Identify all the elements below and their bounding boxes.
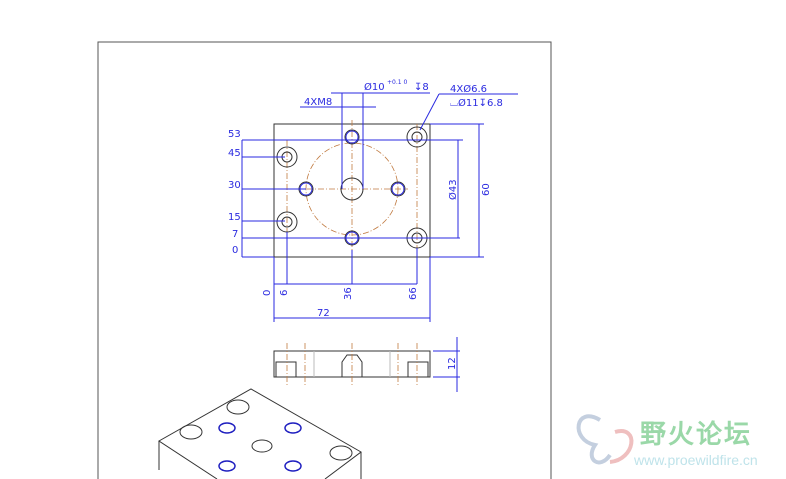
center-hole-depth: ↧8 — [414, 82, 429, 93]
ordinate-y-30: 30 — [228, 180, 241, 191]
ordinate-y-15: 15 — [228, 212, 241, 223]
center-hole-callout: Ø10 — [364, 81, 385, 93]
dim-width-72: 72 — [317, 308, 330, 319]
ordinate-y-45: 45 — [228, 148, 241, 159]
sheet-border — [97, 41, 552, 479]
dim-height-60: 60 — [481, 183, 492, 196]
top-view — [273, 120, 431, 262]
ordinate-y-53: 53 — [228, 129, 241, 140]
dim-pcd-43: Ø43 — [447, 179, 459, 200]
threaded-holes — [298, 129, 406, 246]
ordinate-x-66: 66 — [408, 287, 419, 300]
watermark-url: www.proewildfire.cn — [634, 452, 758, 468]
side-view: 12 — [273, 337, 460, 392]
ordinate-y-0: 0 — [232, 245, 238, 256]
center-hole-tolerance: +0.1 0 — [387, 79, 407, 86]
watermark-name: 野火论坛 — [640, 420, 753, 450]
ordinate-y-7: 7 — [232, 229, 238, 240]
ordinate-x-6: 6 — [279, 290, 290, 296]
dim-thickness-12: 12 — [447, 357, 458, 370]
watermark-logo-icon — [576, 414, 634, 465]
dimensions: 53 45 30 15 7 0 0 6 36 66 72 Ø43 60 4XM8… — [228, 79, 518, 322]
thread-callout: 4XM8 — [304, 97, 332, 108]
counterbore-depth-callout: ⌴Ø11↧6.8 — [450, 97, 503, 109]
ordinate-x-0: 0 — [262, 290, 273, 296]
isometric-view — [158, 388, 362, 479]
ordinate-x-36: 36 — [343, 287, 354, 300]
counterbore-callout: 4XØ6.6 — [450, 83, 487, 95]
